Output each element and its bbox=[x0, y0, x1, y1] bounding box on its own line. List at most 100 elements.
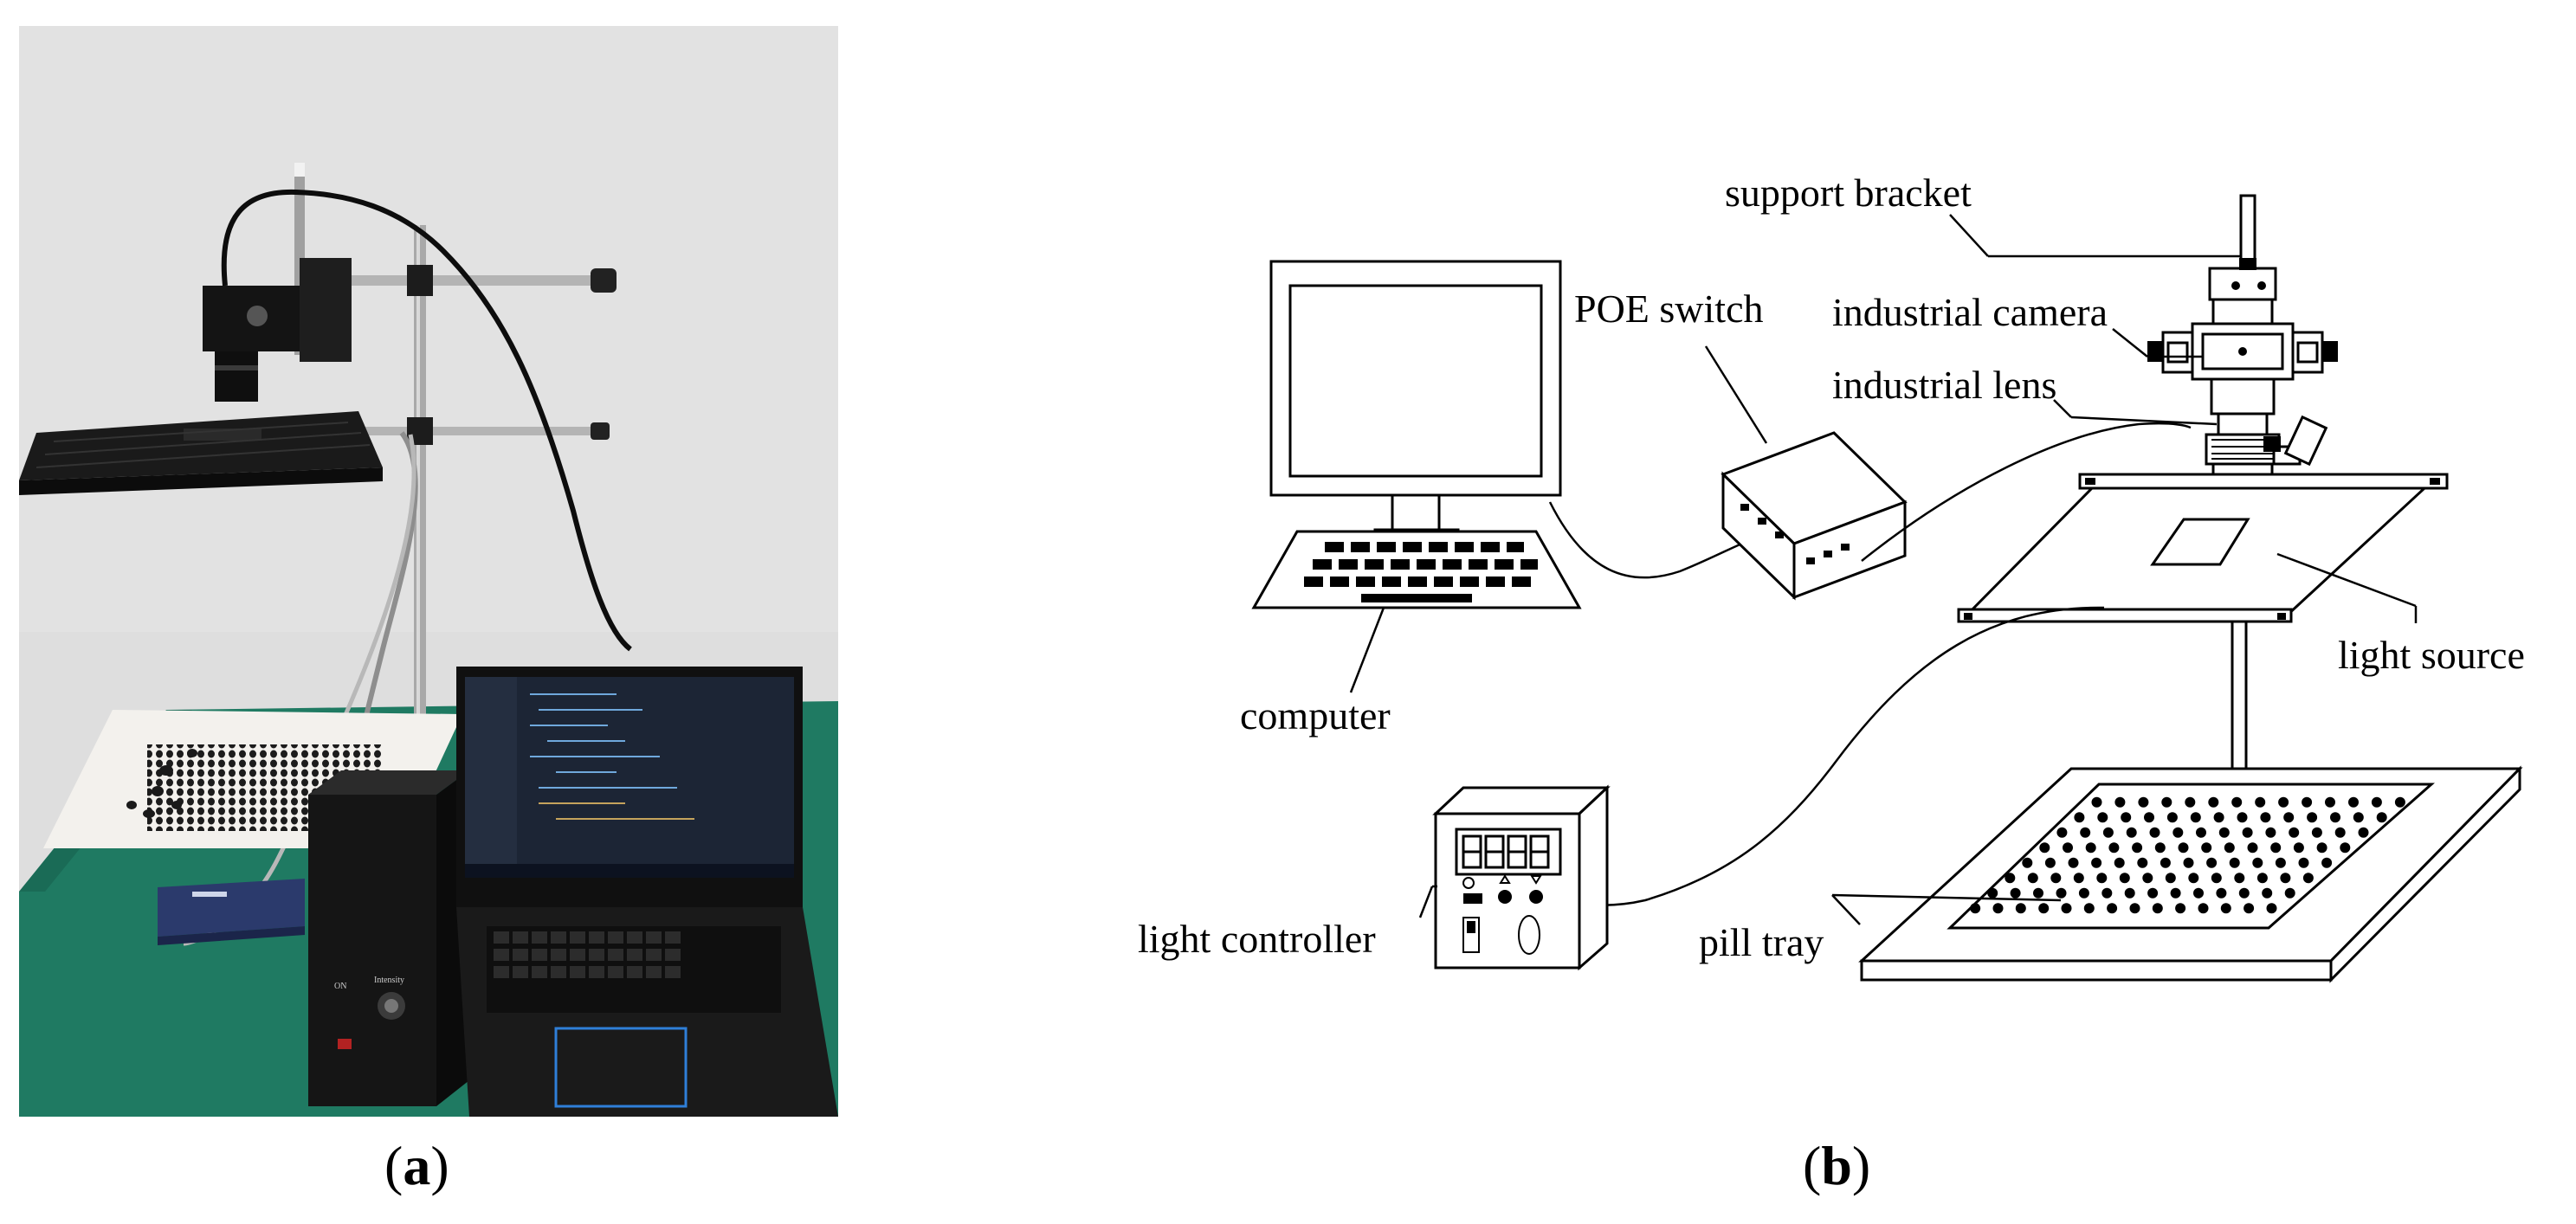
pill-well bbox=[2302, 873, 2314, 884]
pill-well bbox=[2144, 812, 2154, 823]
pill-well bbox=[2107, 903, 2118, 914]
pill-well bbox=[2266, 903, 2277, 914]
pill-well bbox=[2108, 842, 2120, 854]
pill-well bbox=[2289, 827, 2300, 838]
pill-well bbox=[2147, 887, 2159, 899]
pill-well bbox=[2190, 812, 2201, 823]
industrial-camera-leader bbox=[2112, 328, 2148, 358]
pill-well bbox=[2083, 903, 2095, 914]
pill-well bbox=[2311, 827, 2322, 838]
pill-well bbox=[2178, 842, 2189, 854]
label-light-source: light source bbox=[2338, 633, 2525, 677]
lower-arm bbox=[365, 427, 601, 435]
pill-well bbox=[2238, 887, 2250, 899]
light-controller bbox=[1432, 784, 1611, 971]
pill-well bbox=[2138, 796, 2149, 808]
pill-well bbox=[2265, 827, 2276, 838]
pill-well bbox=[2050, 873, 2062, 884]
pill-well bbox=[2376, 812, 2387, 823]
pill-well bbox=[2091, 857, 2102, 868]
label-pill-tray: pill tray bbox=[1699, 920, 1824, 964]
pill-well bbox=[2242, 827, 2253, 838]
controller-digits bbox=[1462, 834, 1550, 869]
industrial-lens-leader bbox=[2053, 399, 2072, 418]
pill-well bbox=[2193, 887, 2204, 899]
pill-well bbox=[2307, 812, 2318, 823]
camera-lens bbox=[215, 351, 258, 402]
switch-camera-cable bbox=[1861, 422, 2192, 562]
pill-well bbox=[2044, 857, 2056, 868]
pill-well bbox=[2298, 857, 2309, 868]
pill-tray-wells bbox=[1970, 796, 2405, 914]
pill-well bbox=[2371, 796, 2382, 808]
pill-well bbox=[2220, 903, 2231, 914]
pill-well bbox=[2188, 873, 2199, 884]
pill-well bbox=[2142, 873, 2153, 884]
pill-well bbox=[2247, 842, 2258, 854]
pill-well bbox=[2172, 827, 2184, 838]
pill-well bbox=[2033, 887, 2043, 899]
light-controller-leader bbox=[1418, 886, 1434, 918]
pill-well bbox=[2262, 887, 2273, 899]
pill-well bbox=[2085, 842, 2096, 854]
pill-well bbox=[2056, 887, 2067, 899]
pill-well bbox=[2149, 827, 2160, 838]
pill-well bbox=[2275, 857, 2286, 868]
pill-well bbox=[2394, 796, 2405, 808]
pill-well bbox=[2166, 812, 2178, 823]
pill-well bbox=[1987, 887, 1998, 899]
upper-arm bbox=[322, 275, 597, 286]
pill-well bbox=[2126, 827, 2137, 838]
pill-well bbox=[2198, 903, 2209, 914]
pill-well bbox=[2137, 857, 2148, 868]
pill-well bbox=[2255, 796, 2266, 808]
pill-well bbox=[2152, 903, 2163, 914]
pill-well bbox=[2213, 812, 2224, 823]
pill-well bbox=[2216, 887, 2227, 899]
computer bbox=[1251, 260, 1582, 609]
light-source-window bbox=[2150, 518, 2250, 566]
pill-tray-leader bbox=[1831, 894, 1861, 925]
pill-well bbox=[2097, 812, 2108, 823]
pill-well bbox=[2252, 857, 2263, 868]
pill-well bbox=[2196, 827, 2206, 838]
pill-well bbox=[2280, 873, 2291, 884]
pill-well bbox=[2256, 873, 2268, 884]
pill-well bbox=[2074, 812, 2085, 823]
pill-well bbox=[2175, 903, 2186, 914]
pill-well bbox=[2183, 857, 2194, 868]
label-support-bracket: support bracket bbox=[1725, 171, 1972, 215]
pill-well bbox=[2091, 796, 2102, 808]
label-industrial-lens: industrial lens bbox=[1832, 363, 2056, 407]
pill-well bbox=[2160, 857, 2171, 868]
pill-well bbox=[2114, 796, 2126, 808]
pill-well bbox=[2330, 812, 2340, 823]
label-light-controller: light controller bbox=[1138, 917, 1376, 961]
pill-well bbox=[2206, 857, 2218, 868]
pill-well bbox=[2218, 827, 2230, 838]
pill-well bbox=[2022, 857, 2033, 868]
svg-text:Intensity: Intensity bbox=[374, 976, 404, 985]
pill-well bbox=[2260, 812, 2271, 823]
pill-well bbox=[2321, 857, 2333, 868]
pill-well bbox=[2358, 827, 2369, 838]
pill-well bbox=[2102, 827, 2114, 838]
pill-well bbox=[2353, 812, 2364, 823]
light-source-leader bbox=[2276, 552, 2417, 608]
pill-well bbox=[2325, 796, 2335, 808]
pill-well bbox=[2038, 903, 2050, 914]
pill-well bbox=[2224, 842, 2235, 854]
pill-well bbox=[2096, 873, 2108, 884]
pill-well bbox=[2039, 842, 2050, 854]
svg-text:ON: ON bbox=[334, 982, 346, 991]
pill-well bbox=[2231, 796, 2243, 808]
pill-well bbox=[2284, 887, 2295, 899]
pill-well bbox=[2234, 873, 2245, 884]
poe-switch-ports bbox=[1740, 504, 1850, 564]
pill-well bbox=[2270, 842, 2282, 854]
pill-well bbox=[2208, 796, 2219, 808]
pill-well bbox=[2010, 887, 2021, 899]
pill-well bbox=[2201, 842, 2212, 854]
pill-well bbox=[2154, 842, 2166, 854]
